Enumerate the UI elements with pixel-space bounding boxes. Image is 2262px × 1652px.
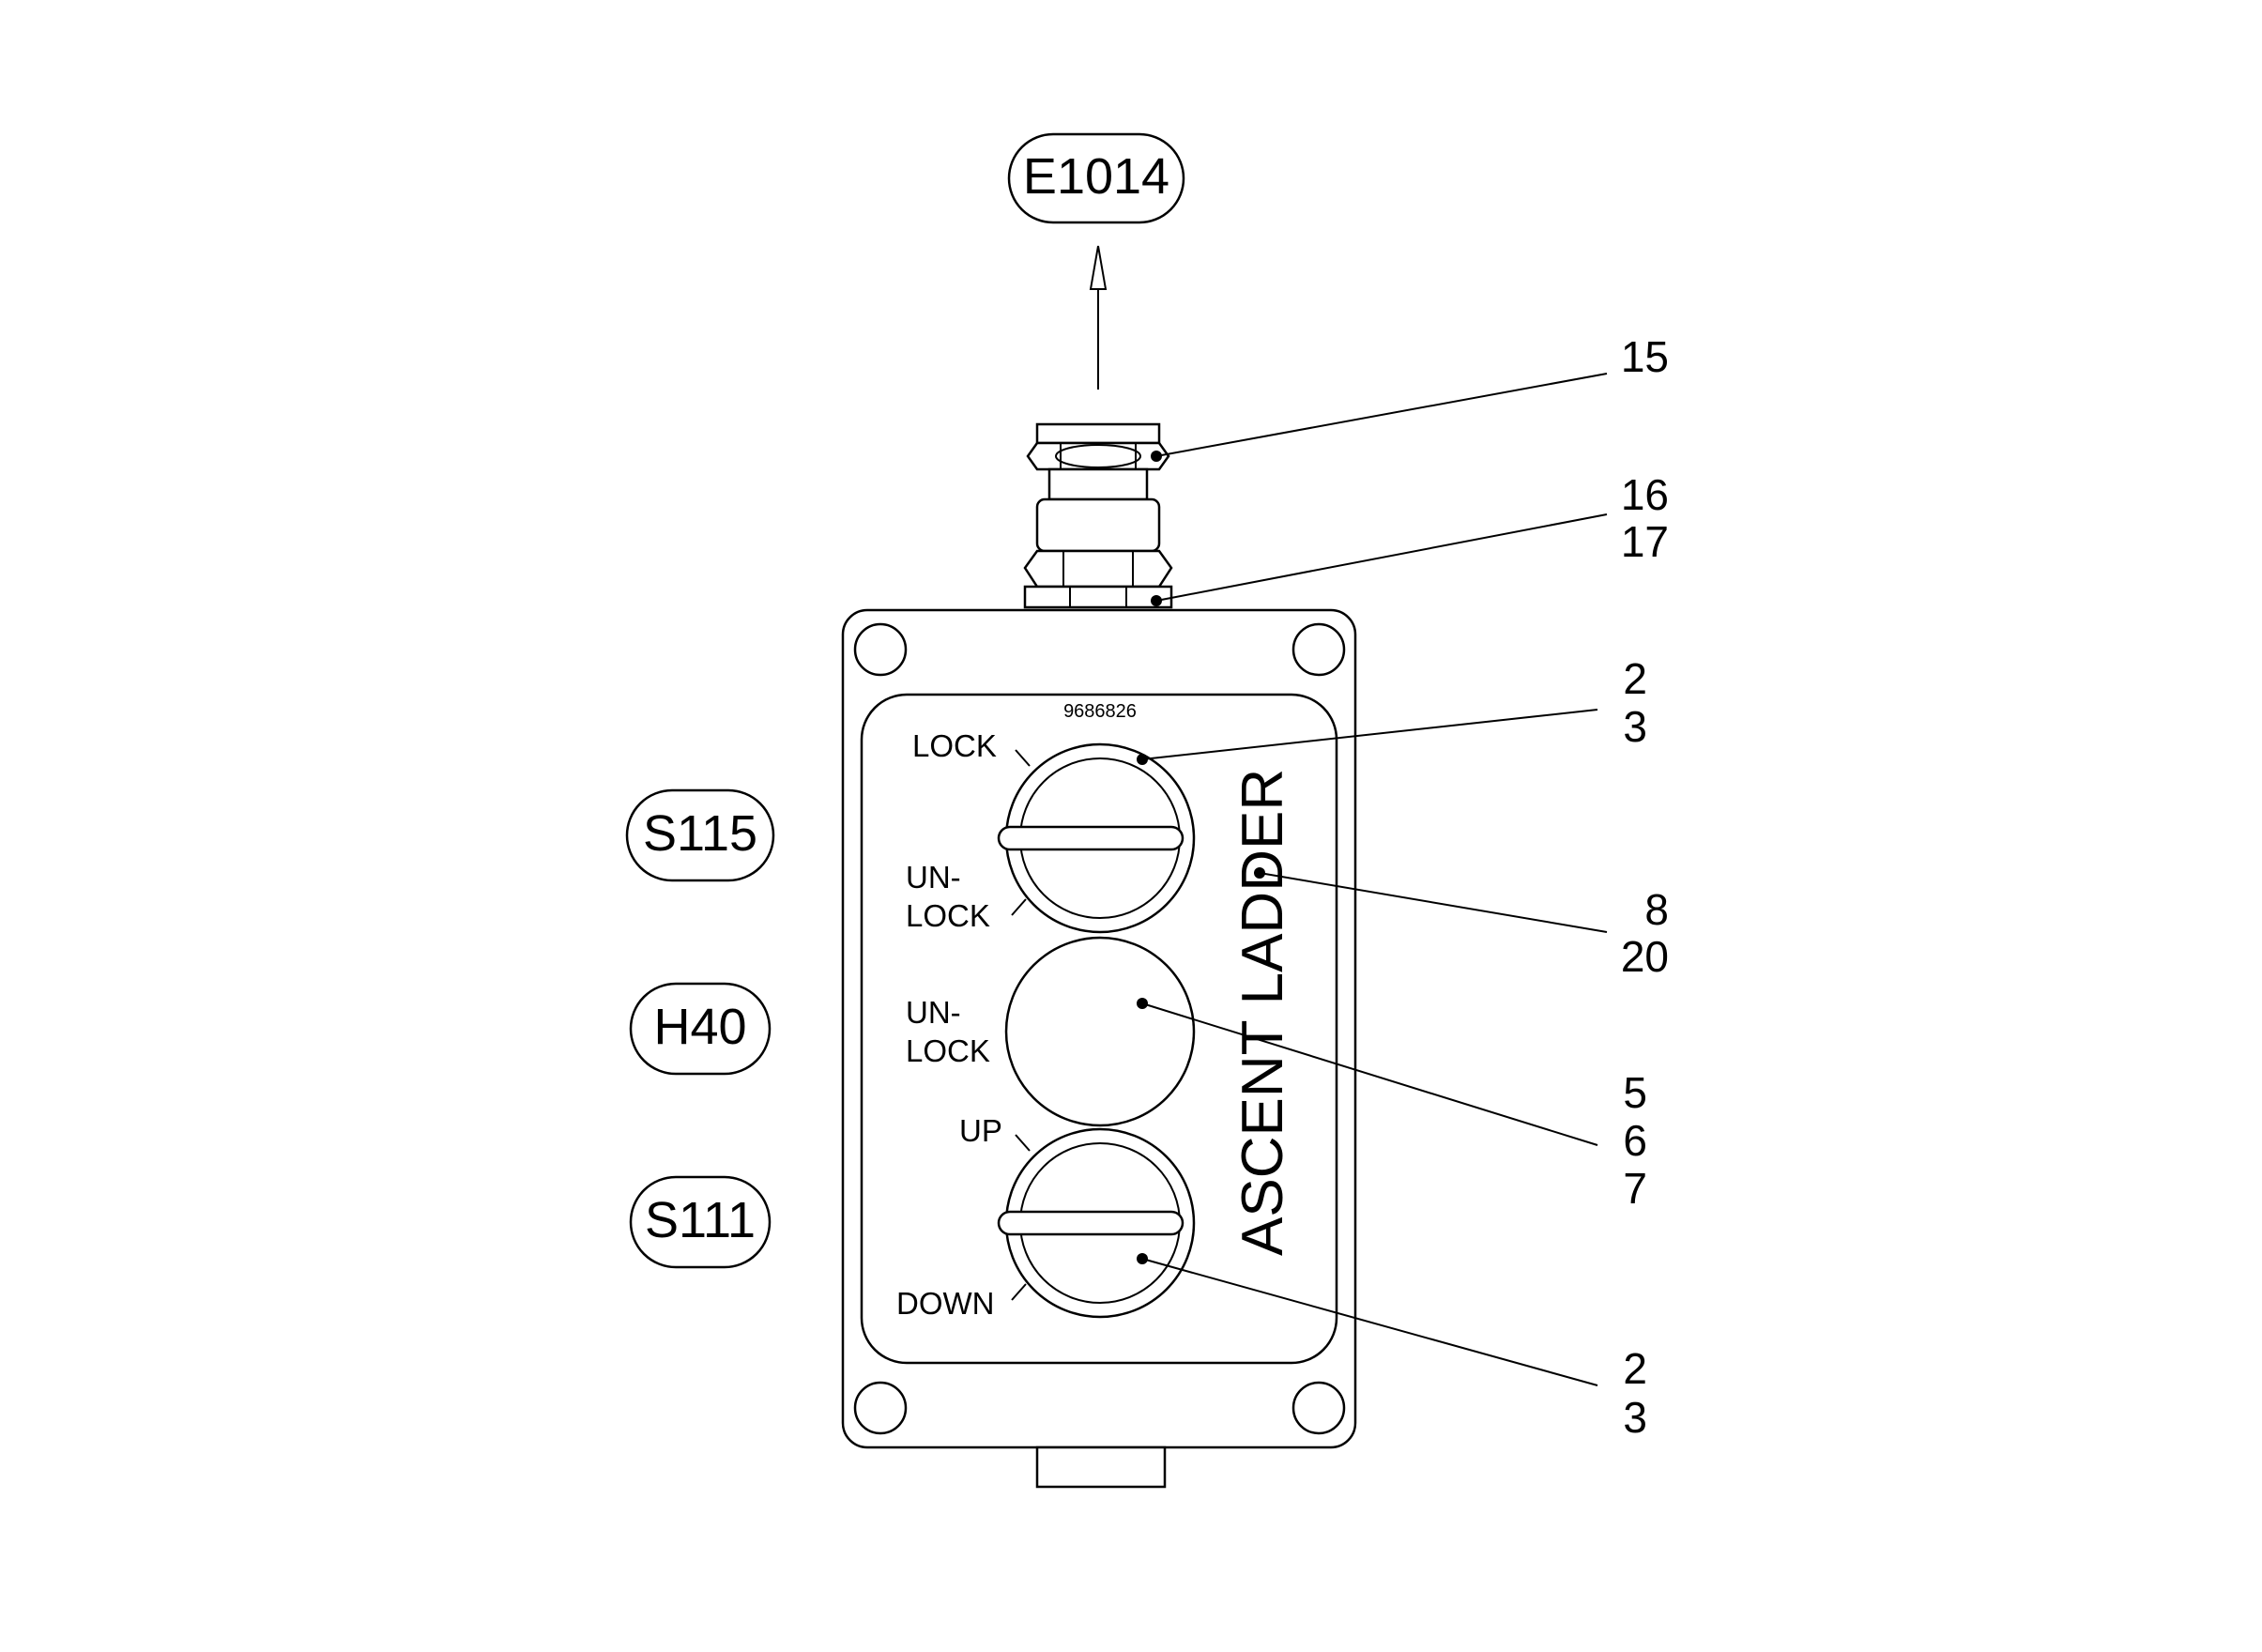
tag-s115[interactable]: S115 (625, 788, 775, 882)
callout-6: 6 (1623, 1116, 1647, 1165)
tag-h40[interactable]: H40 (629, 982, 772, 1076)
switch-upper-label-unlock: LOCK (906, 898, 990, 933)
switch-lower-label-up: UP (959, 1113, 1002, 1148)
tag-h40-text: H40 (653, 999, 746, 1055)
indicator-label-un: UN- (906, 995, 961, 1030)
enclosure-panel (860, 693, 1338, 1365)
enclosure (841, 608, 1357, 1489)
tag-e1014[interactable]: E1014 (1007, 132, 1185, 224)
switch-lower-handle[interactable] (997, 1210, 1184, 1236)
switch-upper-tick-top (1015, 749, 1031, 767)
indicator-lamp (1004, 936, 1196, 1127)
tag-s111-oval (629, 1175, 772, 1269)
leader-2a (1141, 709, 1598, 760)
gland-washer (1023, 585, 1173, 609)
cable-gland (1023, 422, 1173, 609)
mounting-hole-bl (853, 1381, 908, 1435)
callout-7: 7 (1623, 1164, 1647, 1213)
switch-upper-handle[interactable] (997, 825, 1184, 851)
mounting-hole-tr (1291, 622, 1346, 677)
part-number: 9686826 (1063, 701, 1137, 722)
arrow-head (1089, 245, 1108, 290)
switch-lower-tick-bottom (1011, 1283, 1027, 1301)
tag-h40-oval (629, 982, 772, 1076)
leader-8 (1259, 872, 1608, 933)
gland-body (1035, 497, 1161, 553)
leader-16 (1155, 513, 1608, 602)
tag-e1014-oval (1007, 132, 1185, 224)
tag-s115-text: S115 (643, 805, 757, 862)
ascent-ladder-label: ASCENT LADDER (1230, 769, 1295, 1256)
gland-neck (1047, 467, 1149, 501)
gland-nut-upper (1026, 441, 1170, 471)
switch-upper-label-lock: LOCK (912, 728, 997, 763)
switch-lower-tick-top (1015, 1134, 1031, 1152)
callout-2a-line1: 2 (1623, 654, 1647, 703)
switch-upper-tick-bottom (1011, 898, 1027, 916)
up-arrow (1089, 245, 1108, 390)
leader-15 (1155, 373, 1608, 457)
callout-20: 20 (1621, 932, 1669, 981)
callout-15: 15 (1621, 332, 1669, 381)
callout-2b-line1: 2 (1623, 1344, 1647, 1393)
indicator-label-lock: LOCK (906, 1033, 990, 1068)
switch-upper-label-un: UN- (906, 860, 961, 895)
tag-e1014-text: E1014 (1023, 148, 1169, 205)
leader-lines (1137, 373, 1608, 1386)
mounting-hole-br (1291, 1381, 1346, 1435)
callout-8: 8 (1644, 885, 1669, 934)
callout-5: 5 (1623, 1068, 1647, 1117)
switch-lower-label-down: DOWN (896, 1286, 994, 1321)
gland-nut-lower (1023, 549, 1173, 589)
leader-5 (1141, 1002, 1598, 1146)
tag-s111-text: S111 (645, 1192, 756, 1248)
switch-upper[interactable] (997, 742, 1196, 934)
callout-17: 17 (1621, 517, 1669, 566)
indicator-lamp-lens (1004, 936, 1196, 1127)
tag-s111[interactable]: S111 (629, 1175, 772, 1269)
leader-2b (1141, 1258, 1598, 1386)
callout-2b-line2: 3 (1623, 1393, 1647, 1442)
bottom-lug (1035, 1446, 1167, 1489)
callout-2a-line2: 3 (1623, 702, 1647, 751)
mounting-hole-tl (853, 622, 908, 677)
callout-16: 16 (1621, 470, 1669, 519)
tag-s115-oval (625, 788, 775, 882)
switch-lower[interactable] (997, 1127, 1196, 1319)
gland-cap (1035, 422, 1161, 445)
